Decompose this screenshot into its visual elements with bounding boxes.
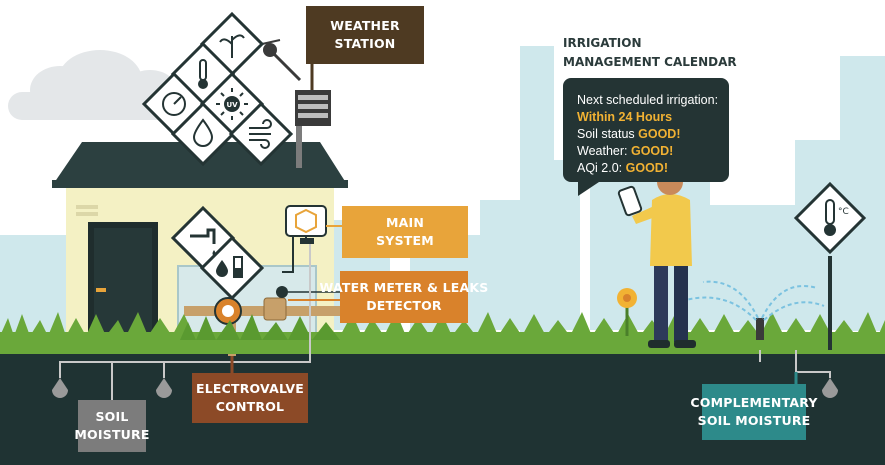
water-meter-label-line-1: WATER METER & LEAKS	[319, 280, 489, 295]
water-meter-label-line-2: DETECTOR	[366, 298, 442, 313]
station-pole	[296, 110, 302, 168]
complementary-label-line-1: COMPLEMENTARY	[690, 395, 818, 410]
weather-row: Weather: GOOD!	[577, 143, 729, 160]
weather-station-label-line-1: WEATHER	[330, 18, 400, 33]
weather-station	[261, 39, 331, 126]
humidity-icon	[170, 101, 236, 167]
house-sensor-diamonds	[170, 205, 265, 301]
soil-status-label: Soil status	[577, 127, 639, 141]
water-pipe	[184, 286, 340, 356]
aqi-label: AQi 2.0:	[577, 161, 626, 175]
main-system-label: MAIN SYSTEM	[342, 206, 468, 258]
complementary-label-line-2: SOIL MOISTURE	[697, 413, 811, 428]
flower	[617, 288, 637, 336]
calendar-title: IRRIGATION MANAGEMENT CALENDAR	[563, 34, 737, 72]
soil-status-row: Soil status GOOD!	[577, 126, 729, 143]
sensor-wiring	[59, 244, 831, 400]
status-bubble: Next scheduled irrigation: Within 24 Hou…	[563, 78, 729, 182]
soil-moisture-label: SOIL MOISTURE	[74, 400, 149, 452]
soil-moisture-label-line-2: MOISTURE	[74, 427, 150, 442]
complementary-soil-moisture-label: COMPLEMENTARY SOIL MOISTURE	[690, 384, 817, 440]
main-system-label-line-1: MAIN	[385, 215, 425, 230]
bubble-tail	[578, 180, 602, 196]
water-meter-label: WATER METER & LEAKS DETECTOR	[320, 271, 488, 323]
next-irrigation-label: Next scheduled irrigation:	[577, 93, 719, 107]
soil-status-value: GOOD!	[638, 127, 681, 141]
field-thermometer-sign	[793, 181, 867, 350]
calendar-title-line-1: IRRIGATION	[563, 36, 642, 50]
weather-value: GOOD!	[630, 144, 674, 158]
next-irrigation-value: Within 24 Hours	[577, 110, 673, 124]
wind-icon	[228, 101, 294, 167]
electrovalve-label-line-1: ELECTROVALVE	[195, 381, 304, 396]
weather-station-label: WEATHER STATION	[306, 6, 424, 64]
uv-text: UV	[226, 101, 238, 109]
soil-moisture-label-line-1: SOIL	[95, 409, 129, 424]
weather-sensor-diamonds	[141, 11, 294, 167]
aqi-row: AQi 2.0: GOOD!	[577, 160, 729, 177]
calendar-title-line-2: MANAGEMENT CALENDAR	[563, 55, 737, 69]
weather-label: Weather:	[577, 144, 631, 158]
electrovalve-label: ELECTROVALVE CONTROL	[192, 373, 308, 423]
aqi-value: GOOD!	[625, 161, 668, 175]
sprinkler	[685, 280, 825, 340]
soil-sensor-drops	[52, 378, 838, 398]
main-system-label-line-2: SYSTEM	[376, 233, 434, 248]
weather-station-label-line-2: STATION	[334, 36, 396, 51]
water-level-icon	[199, 235, 265, 301]
electrovalve-label-line-2: CONTROL	[215, 399, 285, 414]
main-system-device	[282, 205, 342, 273]
celsius-text: °C	[838, 207, 849, 217]
